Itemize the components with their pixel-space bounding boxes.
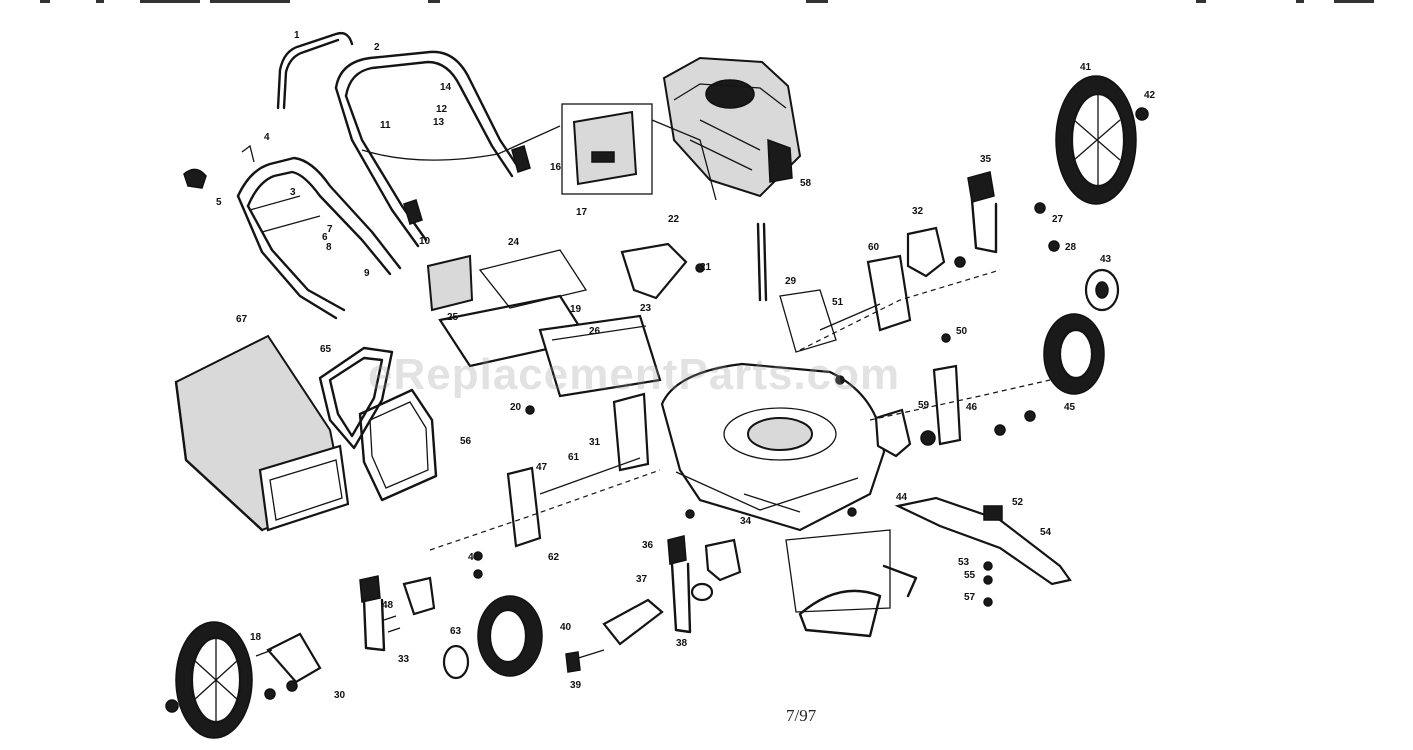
- lower-handle-part: [183, 144, 402, 320]
- drive-shaft-rod-part: [756, 222, 762, 302]
- callout-label: 6: [322, 232, 328, 243]
- callout-label: 30: [334, 690, 346, 701]
- callout-label: 5: [216, 197, 222, 208]
- callout-label: 36: [642, 540, 654, 551]
- callout-label: 16: [550, 162, 562, 173]
- main-handle-part: [334, 50, 561, 248]
- callout-label: 20: [510, 402, 522, 413]
- callout-label: 49: [468, 552, 480, 563]
- fastener-parts: [473, 202, 1060, 607]
- callout-label: 39: [570, 680, 582, 691]
- callout-label: 55: [964, 570, 976, 581]
- callout-label: 46: [966, 402, 978, 413]
- callout-label: 26: [589, 326, 601, 337]
- callout-label: 9: [364, 268, 370, 279]
- callout-label: 57: [964, 592, 976, 603]
- callout-label: 12: [436, 104, 448, 115]
- callout-label: 52: [1012, 497, 1024, 508]
- callout-label: 34: [740, 516, 752, 527]
- upper-handle-part: [276, 31, 354, 110]
- callout-label: 18: [250, 632, 262, 643]
- callout-label: 67: [236, 314, 248, 325]
- callout-label: 13: [433, 117, 445, 128]
- callout-label: 45: [1064, 402, 1076, 413]
- wheel-rear-right-part: [1055, 75, 1149, 205]
- callout-label: 21: [700, 262, 712, 273]
- callout-label: 37: [636, 574, 648, 585]
- engine-part: [662, 56, 802, 198]
- cutting-blade-part: [894, 496, 1072, 586]
- callout-label: 41: [1080, 62, 1092, 73]
- rear-chute-part: [426, 242, 688, 398]
- callout-label: 47: [536, 462, 548, 473]
- callout-label: 38: [676, 638, 688, 649]
- axle-bracket-parts: [429, 254, 1051, 551]
- callout-label: 59: [918, 400, 930, 411]
- callout-label: 10: [419, 236, 431, 247]
- callout-label: 44: [896, 492, 908, 503]
- callout-label: 27: [1052, 214, 1064, 225]
- callout-label: 61: [568, 452, 580, 463]
- mulch-plate-part: [785, 529, 918, 638]
- callout-label: 23: [640, 303, 652, 314]
- height-adjuster-parts: [359, 171, 998, 652]
- callout-label: 42: [1144, 90, 1156, 101]
- top-cropped-header-strip: [0, 0, 1413, 6]
- wheel-front-right-part: [1043, 268, 1120, 395]
- callout-label: 51: [832, 297, 844, 308]
- wheel-front-left-part: [442, 595, 543, 680]
- lower-left-hardware-parts: [255, 615, 401, 700]
- diagram-date: 7/97: [786, 706, 817, 725]
- callout-label: 50: [956, 326, 968, 337]
- callout-label: 24: [508, 237, 520, 248]
- callout-label: 58: [800, 178, 812, 189]
- callout-label: 22: [668, 214, 680, 225]
- callout-label: 43: [1100, 254, 1112, 265]
- callout-label: 62: [548, 552, 560, 563]
- callout-label: 29: [785, 276, 797, 287]
- callout-label: 32: [912, 206, 924, 217]
- callout-numbers: 1234567891011121314161718192021222324252…: [216, 30, 1156, 701]
- callout-label: 28: [1065, 242, 1077, 253]
- wheel-rear-left-part: [165, 621, 253, 739]
- callout-label: 63: [450, 626, 462, 637]
- control-panel-box-part: [561, 103, 717, 201]
- callout-label: 56: [460, 436, 472, 447]
- mower-deck-part: [660, 362, 886, 532]
- callout-label: 25: [447, 312, 459, 323]
- callout-label: 33: [398, 654, 410, 665]
- callout-label: 7: [327, 224, 333, 235]
- callout-label: 2: [374, 42, 380, 53]
- callout-label: 48: [382, 600, 394, 611]
- bag-bottom-part: [358, 388, 438, 502]
- callout-label: 14: [440, 82, 452, 93]
- callout-label: 53: [958, 557, 970, 568]
- callout-label: 11: [380, 120, 391, 131]
- bag-frame-part: [318, 346, 394, 450]
- callout-label: 17: [576, 207, 588, 218]
- grass-bag-part: [174, 334, 350, 532]
- callout-label: 4: [264, 132, 270, 143]
- callout-label: 1: [294, 30, 300, 41]
- callout-label: 31: [589, 437, 601, 448]
- callout-label: 35: [980, 154, 992, 165]
- callout-label: 3: [290, 187, 296, 198]
- callout-label: 19: [570, 304, 582, 315]
- callout-label: 65: [320, 344, 332, 355]
- callout-label: 8: [326, 242, 332, 253]
- callout-label: 54: [1040, 527, 1052, 538]
- callout-label: 40: [560, 622, 572, 633]
- rear-axle-tube-part: [565, 582, 714, 673]
- callout-label: 60: [868, 242, 880, 253]
